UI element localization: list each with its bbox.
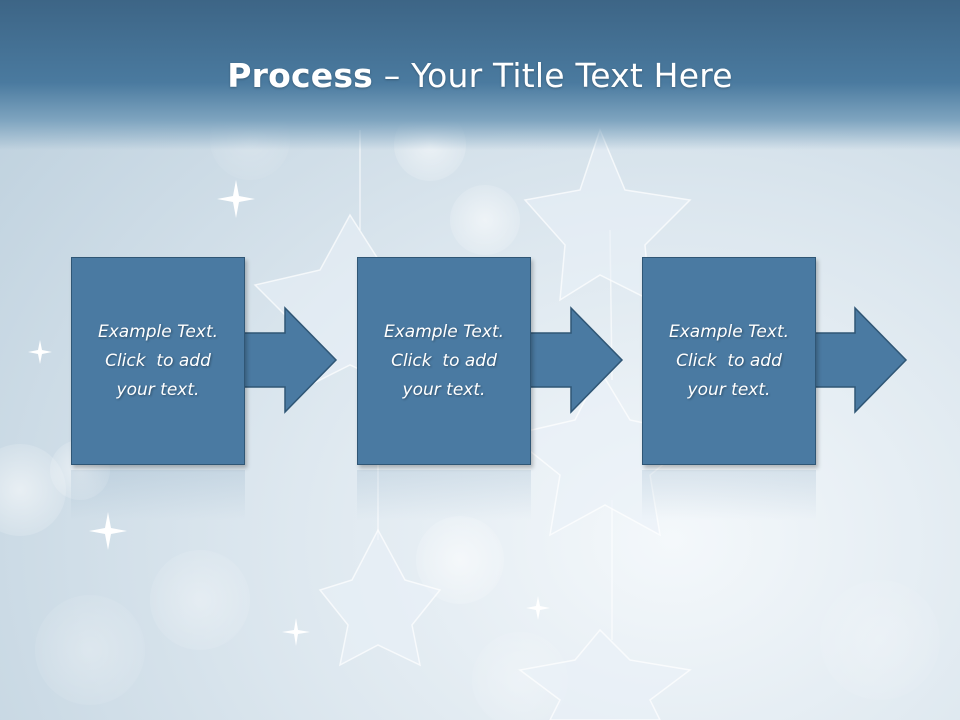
- title-bar: [0, 0, 960, 150]
- right-arrow-icon: [516, 306, 624, 414]
- step-line: Example Text.: [668, 321, 790, 342]
- process-step-1[interactable]: Example Text. Click to add your text.: [71, 257, 245, 465]
- step-text: Example Text. Click to add your text.: [364, 318, 524, 405]
- step-line: Click to add: [105, 350, 211, 371]
- bokeh-circle: [0, 100, 940, 720]
- step-reflection: [642, 470, 816, 520]
- step-line: Click to add: [391, 350, 497, 371]
- step-line: Example Text.: [97, 321, 219, 342]
- process-step-2[interactable]: Example Text. Click to add your text.: [357, 257, 531, 465]
- title-rest: – Your Title Text Here: [373, 56, 733, 95]
- step-reflection: [71, 470, 245, 520]
- title-bold: Process: [227, 56, 374, 95]
- sparkle: [28, 180, 550, 646]
- step-line: Example Text.: [383, 321, 505, 342]
- step-reflection: [357, 470, 531, 520]
- step-line: your text.: [402, 379, 486, 400]
- step-line: your text.: [687, 379, 771, 400]
- step-text: Example Text. Click to add your text.: [649, 318, 809, 405]
- right-arrow-icon: [800, 306, 908, 414]
- step-line: Click to add: [676, 350, 782, 371]
- slide-title[interactable]: Process – Your Title Text Here: [0, 56, 960, 95]
- step-text: Example Text. Click to add your text.: [78, 318, 238, 405]
- right-arrow-icon: [230, 306, 338, 414]
- process-step-3[interactable]: Example Text. Click to add your text.: [642, 257, 816, 465]
- step-line: your text.: [116, 379, 200, 400]
